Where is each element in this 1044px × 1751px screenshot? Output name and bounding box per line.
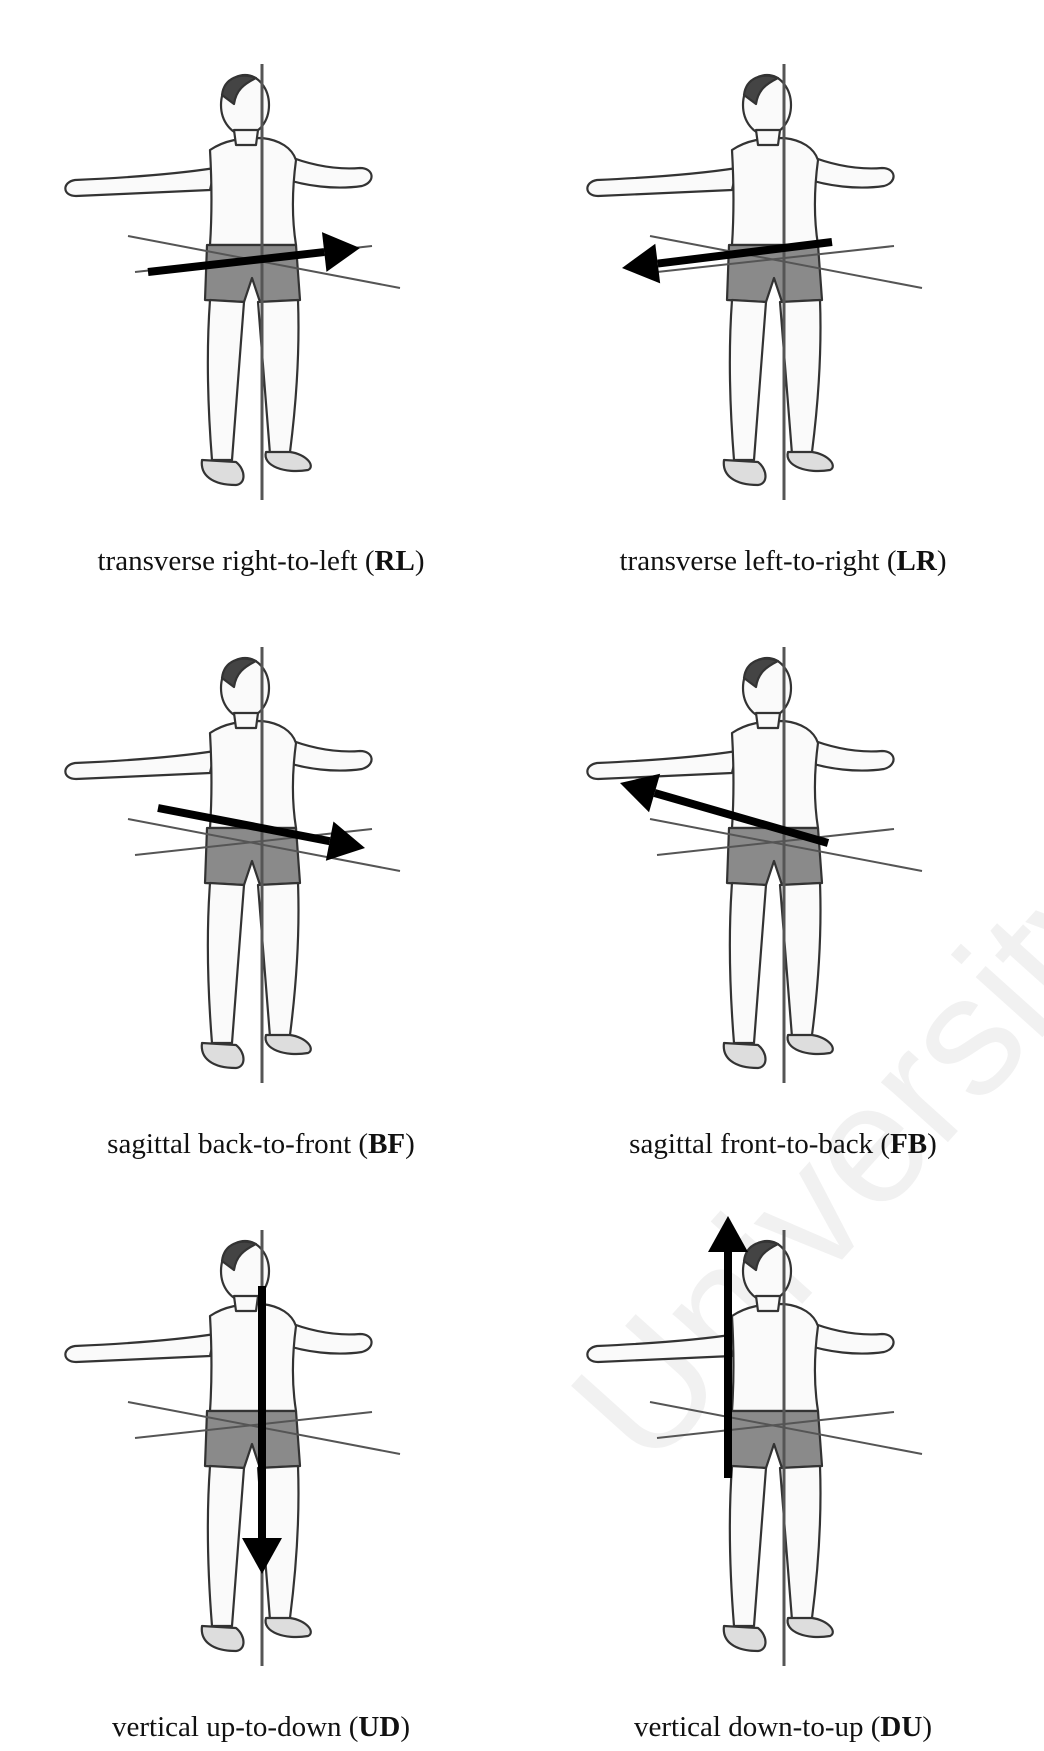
panel-bf: sagittal back-to-front (BF)	[0, 583, 522, 1166]
panel-du: vertical down-to-up (DU)	[522, 1166, 1044, 1749]
human-figure	[522, 583, 1044, 1166]
left-shoe	[202, 460, 244, 485]
left-leg	[730, 883, 766, 1043]
caption-suffix: )	[400, 1711, 410, 1743]
caption-code: UD	[358, 1711, 400, 1743]
body-outline	[587, 658, 893, 1068]
body-outline	[65, 1241, 371, 1651]
left-shoe	[724, 1626, 766, 1651]
caption-du: vertical down-to-up (DU)	[522, 1711, 1044, 1744]
panel-lr: transverse left-to-right (LR)	[522, 0, 1044, 583]
neck	[756, 130, 780, 145]
human-figure	[0, 1166, 522, 1751]
right-shoe	[788, 452, 833, 471]
human-figure	[522, 0, 1044, 583]
human-figure	[0, 583, 522, 1166]
caption-code: FB	[890, 1128, 927, 1160]
left-leg	[208, 883, 244, 1043]
right-shoe	[788, 1618, 833, 1637]
panel-fb: sagittal front-to-back (FB)	[522, 583, 1044, 1166]
left-shoe	[202, 1043, 244, 1068]
direction-arrow-head	[622, 244, 660, 284]
right-leg	[258, 883, 299, 1037]
caption-code: BF	[368, 1128, 405, 1160]
caption-suffix: )	[922, 1711, 932, 1743]
caption-lr: transverse left-to-right (LR)	[522, 545, 1044, 578]
neck	[234, 130, 258, 145]
direction-arrow-head	[620, 774, 660, 812]
left-leg	[730, 1466, 766, 1626]
caption-prefix: vertical down-to-up (	[634, 1711, 880, 1743]
caption-suffix: )	[937, 545, 947, 577]
body-outline	[65, 658, 371, 1068]
caption-prefix: vertical up-to-down (	[112, 1711, 358, 1743]
caption-code: DU	[880, 1711, 922, 1743]
caption-code: RL	[375, 545, 415, 577]
torso	[210, 138, 296, 245]
body-outline	[65, 75, 371, 485]
neck	[756, 713, 780, 728]
torso	[732, 1304, 818, 1411]
caption-fb: sagittal front-to-back (FB)	[522, 1128, 1044, 1161]
right-shoe	[266, 1618, 311, 1637]
left-arm	[587, 168, 737, 196]
human-figure	[0, 0, 522, 583]
left-arm	[65, 751, 215, 779]
caption-suffix: )	[415, 545, 425, 577]
right-shoe	[788, 1035, 833, 1054]
right-shoe	[266, 452, 311, 471]
torso	[732, 721, 818, 828]
caption-rl: transverse right-to-left (RL)	[0, 545, 522, 578]
right-leg	[780, 300, 821, 454]
panel-rl: transverse right-to-left (RL)	[0, 0, 522, 583]
torso	[210, 1304, 296, 1411]
right-leg	[780, 1466, 821, 1620]
caption-suffix: )	[927, 1128, 937, 1160]
left-shoe	[724, 1043, 766, 1068]
left-arm	[65, 168, 215, 196]
direction-arrow-head	[708, 1216, 748, 1252]
right-shoe	[266, 1035, 311, 1054]
caption-ud: vertical up-to-down (UD)	[0, 1711, 522, 1744]
left-shoe	[202, 1626, 244, 1651]
left-arm	[65, 1334, 215, 1362]
caption-prefix: sagittal front-to-back (	[629, 1128, 890, 1160]
panel-ud: vertical up-to-down (UD)	[0, 1166, 522, 1749]
neck	[234, 713, 258, 728]
left-arm	[587, 1334, 737, 1362]
right-leg	[780, 883, 821, 1037]
neck	[756, 1296, 780, 1311]
left-shoe	[724, 460, 766, 485]
direction-arrow-head	[322, 232, 360, 272]
caption-prefix: transverse right-to-left (	[98, 545, 375, 577]
body-outline	[587, 1241, 893, 1651]
direction-arrow-head	[326, 822, 365, 861]
caption-bf: sagittal back-to-front (BF)	[0, 1128, 522, 1161]
left-leg	[208, 300, 244, 460]
caption-prefix: transverse left-to-right (	[620, 545, 897, 577]
left-leg	[208, 1466, 244, 1626]
torso	[210, 721, 296, 828]
body-outline	[587, 75, 893, 485]
human-figure	[522, 1166, 1044, 1751]
torso	[732, 138, 818, 245]
caption-code: LR	[897, 545, 937, 577]
neck	[234, 1296, 258, 1311]
left-arm	[587, 751, 737, 779]
caption-suffix: )	[405, 1128, 415, 1160]
caption-prefix: sagittal back-to-front (	[107, 1128, 368, 1160]
left-leg	[730, 300, 766, 460]
right-leg	[258, 300, 299, 454]
